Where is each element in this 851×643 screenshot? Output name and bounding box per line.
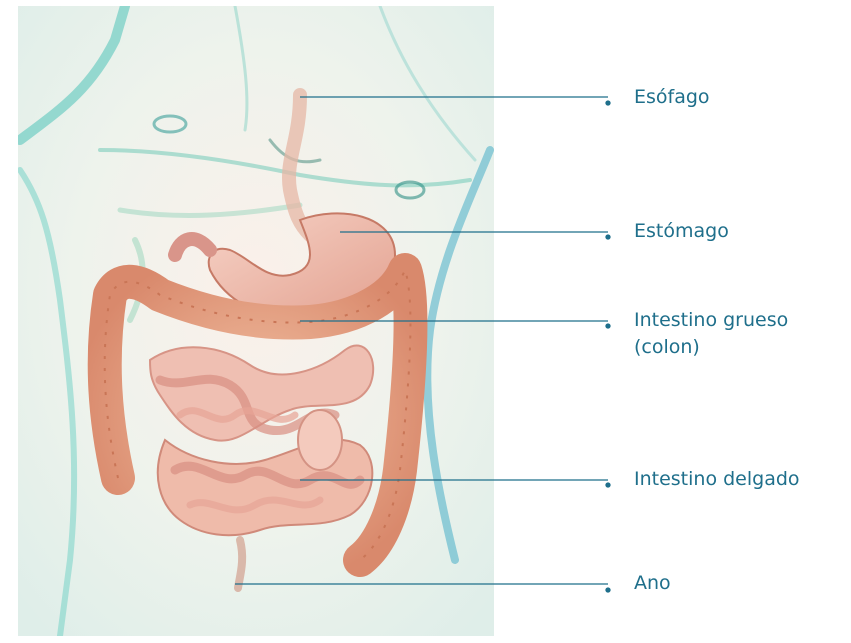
label-ano: Ano	[634, 570, 671, 597]
leader-dot-colon	[606, 324, 610, 328]
leader-dot-delgado	[606, 483, 610, 487]
leader-dot-estomago	[606, 235, 610, 239]
leader-dot-ano	[606, 588, 610, 592]
label-intestino-grueso: Intestino grueso (colon)	[634, 307, 788, 361]
rectum-shape	[238, 540, 242, 588]
leader-dot-esofago	[606, 101, 610, 105]
label-intestino-delgado: Intestino delgado	[634, 466, 800, 493]
label-esofago: Esófago	[634, 84, 710, 111]
label-estomago: Estómago	[634, 218, 729, 245]
